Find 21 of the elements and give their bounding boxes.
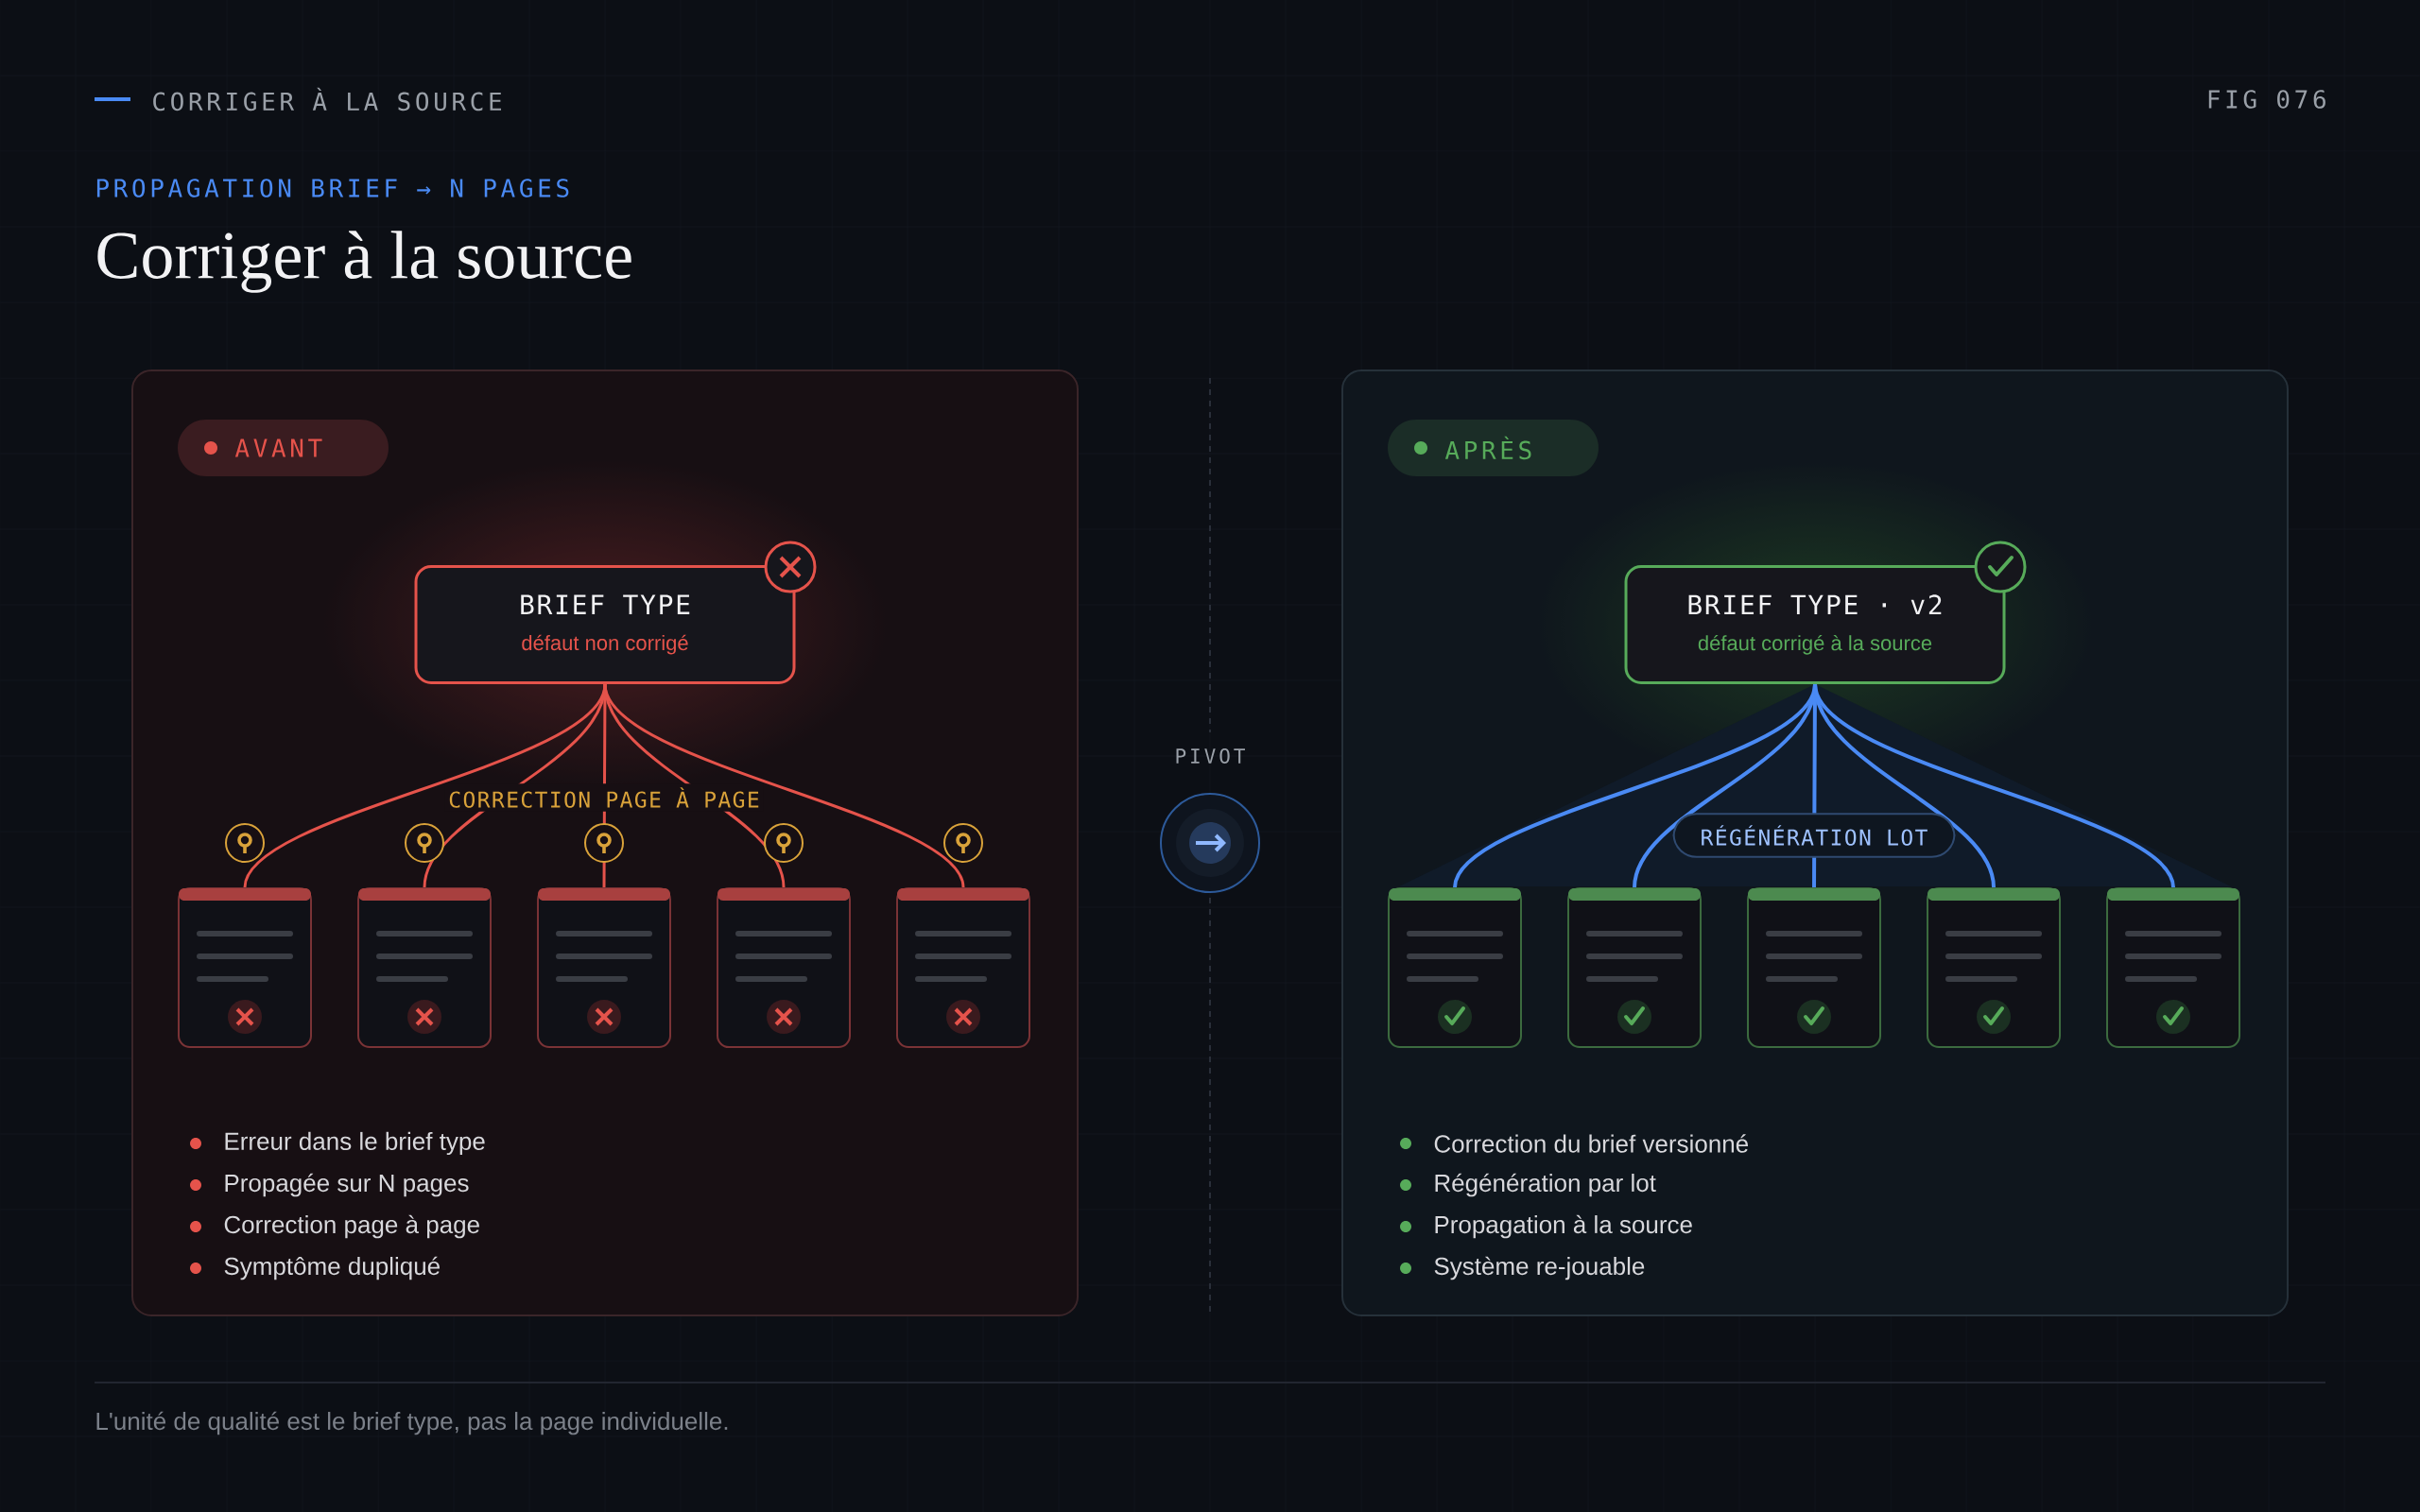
bullet-item: Propagation à la source	[1400, 1214, 1692, 1239]
title: Corriger à la source	[97, 231, 631, 293]
edge-label: RÉGÉNÉRATION LOT	[1672, 813, 1956, 858]
bullet-item: Symptôme dupliqué	[190, 1256, 440, 1280]
caption: L'unité de qualité est le brief type, pas la page individuelle.	[96, 1411, 728, 1435]
section-label: CORRIGER À LA SOURCE	[153, 87, 501, 112]
figure-number: FIG 076	[2208, 90, 2325, 109]
connector	[603, 683, 965, 888]
brief-box: BRIEF TYPE · v2 défaut corrigé à la source	[1624, 565, 2006, 684]
pivot-label: PIVOT	[1176, 748, 1245, 764]
status-pill: APRÈS	[1388, 420, 1599, 476]
bullet-item: Propagée sur N pages	[190, 1173, 469, 1197]
edge-label: CORRECTION PAGE À PAGE	[444, 783, 764, 812]
bullet-item: Correction du brief versionné	[1400, 1134, 1748, 1153]
bullet-item: Correction page à page	[190, 1214, 479, 1239]
brief-box: BRIEF TYPE défaut non corrigé	[414, 565, 796, 684]
bullet-item: Erreur dans le brief type	[190, 1131, 485, 1156]
bullet-item: Système re-jouable	[1400, 1256, 1645, 1280]
subtitle: PROPAGATION BRIEF → N PAGES	[96, 179, 569, 198]
bullet-item: Régénération par lot	[1400, 1173, 1656, 1197]
status-pill: AVANT	[178, 420, 389, 476]
